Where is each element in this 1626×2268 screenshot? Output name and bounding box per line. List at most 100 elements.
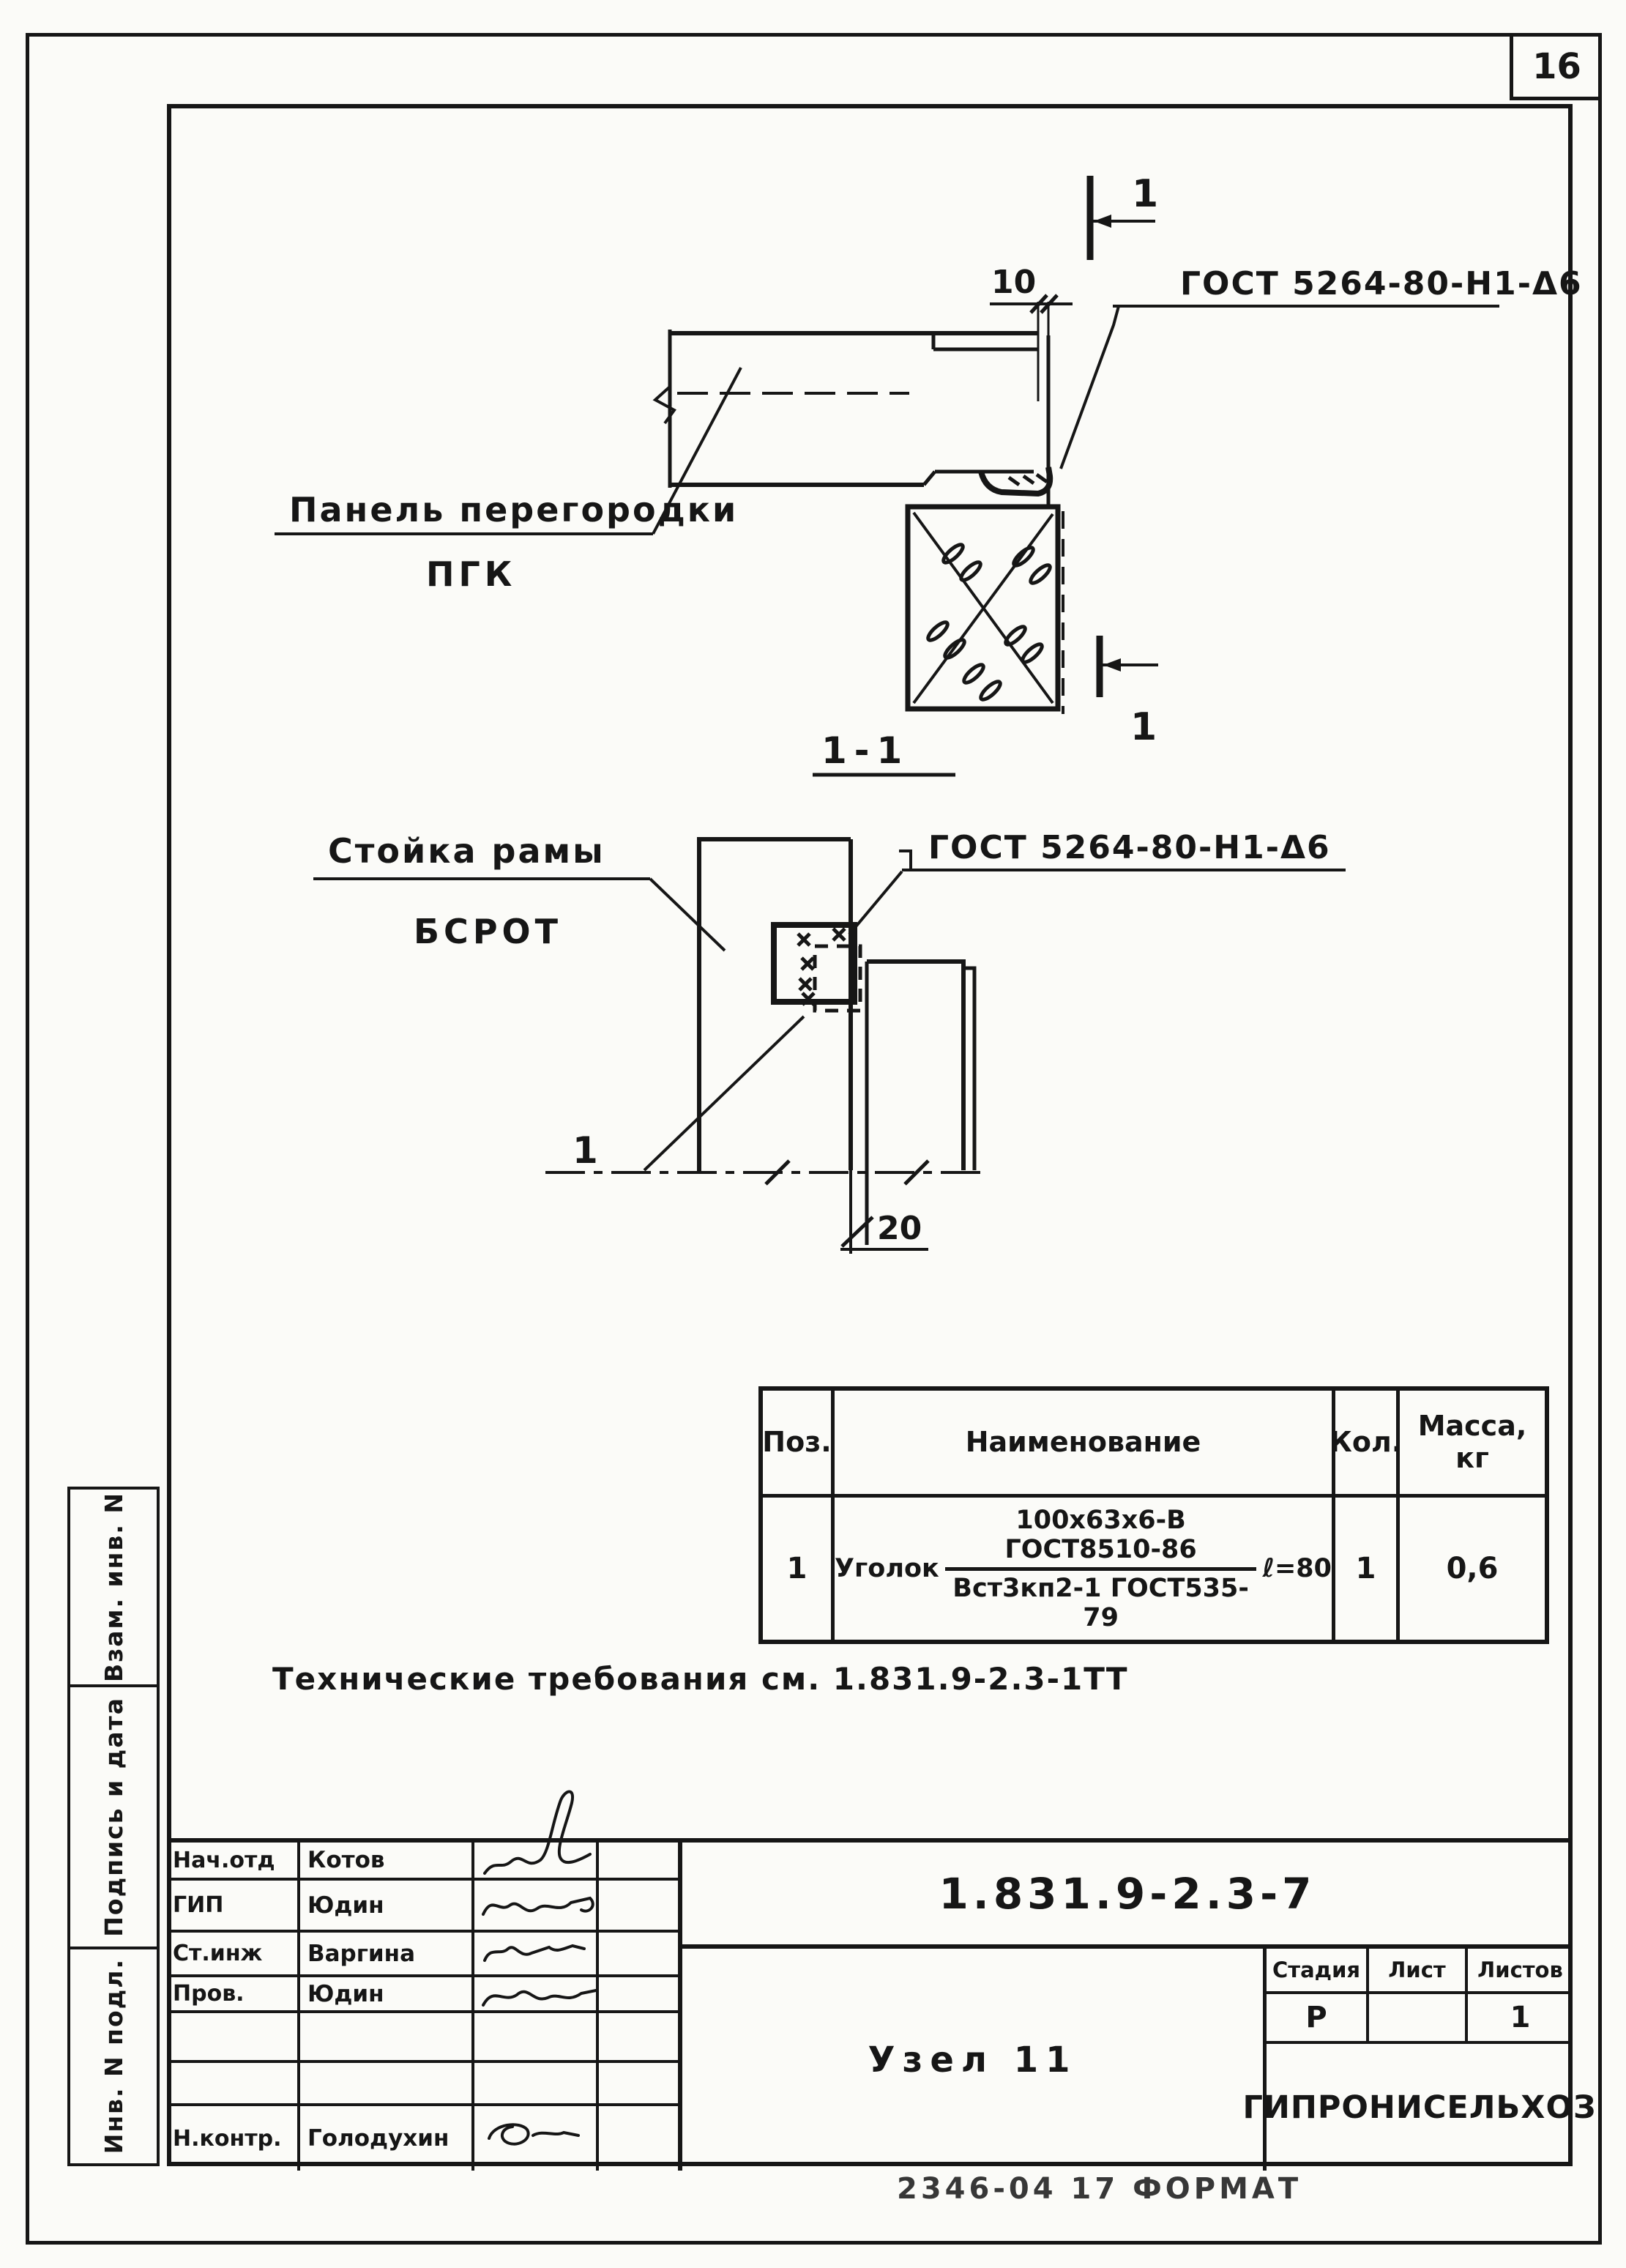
width-dim-label: 20 <box>877 1210 922 1247</box>
staff-date-cell <box>599 2013 678 2060</box>
signature <box>482 1989 597 2007</box>
weld-label-section-text: ГОСТ 5264-80-Н1-Δ6 <box>928 829 1331 866</box>
sheet-value <box>1369 1994 1468 2041</box>
break-mark <box>652 385 676 425</box>
staff-row: Пров. Юдин <box>167 1977 678 2013</box>
weld-label-top-text: ГОСТ 5264-80-Н1-Δ6 <box>1180 265 1583 302</box>
staff-name: Юдин <box>300 1977 474 2010</box>
title-block-staff: Нач.отд Котов ГИП Юдин <box>167 1790 678 2171</box>
detail-view: 1 1 <box>275 172 1583 749</box>
parts-table: Поз. Наименование Кол. Масса, кг 1 Уголо… <box>758 1386 1549 1644</box>
staff-role: Н.контр. <box>167 2106 300 2171</box>
parts-table-header: Поз. Наименование Кол. Масса, кг <box>762 1391 1545 1498</box>
page-number: 16 <box>1532 46 1581 87</box>
staff-date-cell <box>599 1843 678 1878</box>
item-mark-text: 1 <box>573 1129 598 1172</box>
axis-line <box>545 1159 985 1186</box>
section-view: 1-1 Стойка рамы БСРОТ ГОСТ 5264-80-Н1-Δ6 <box>313 729 1346 1254</box>
section-cut-mark-bottom: 1 <box>1096 636 1158 749</box>
tech-requirements-note: Технические требования см. 1.831.9-2.3-1… <box>272 1661 1129 1697</box>
stage-values-row: Р 1 <box>1267 1994 1573 2044</box>
frame-post-outline <box>697 837 853 1172</box>
staff-date-cell <box>599 1933 678 1974</box>
header-mass-line1: Масса, <box>1417 1409 1527 1442</box>
sheet-header: Лист <box>1369 1949 1468 1991</box>
footer-format-stamp: 2346-04 17 ФОРМАТ <box>897 2172 1302 2206</box>
staff-row: Н.контр. Голодухин <box>167 2106 678 2171</box>
staff-name: Голодухин <box>300 2106 474 2171</box>
staff-name: Котов <box>300 1843 474 1878</box>
staff-role: Ст.инж <box>167 1933 300 1974</box>
staff-row: Нач.отд Котов <box>167 1790 678 1881</box>
wood-grain-marks <box>926 543 1052 702</box>
signature <box>488 2123 580 2146</box>
stage-header-row: Стадия Лист Листов <box>1267 1949 1573 1994</box>
part-spec-top: 100х63х6-В ГОСТ8510-86 <box>944 1506 1257 1571</box>
title-block-stage-section: Стадия Лист Листов Р 1 ГИПРОНИСЕЛЬХОЗ <box>1242 1949 1597 2171</box>
part-spec-fraction: 100х63х6-В ГОСТ8510-86 Вст3кп2-1 ГОСТ535… <box>944 1506 1257 1632</box>
staff-signature-cell <box>474 2063 599 2103</box>
stage-header: Стадия <box>1267 1949 1369 1991</box>
side-attribute-strip: Взам. инв. N Подпись и дата Инв. N подл. <box>67 1487 160 2166</box>
staff-role: ГИП <box>167 1881 300 1930</box>
page-border <box>26 33 1602 2245</box>
width-dimension: 20 <box>840 1210 928 1251</box>
header-pos: Поз. <box>762 1391 835 1494</box>
panel-label: Панель перегородки ПГК <box>275 367 742 594</box>
organization-name: ГИПРОНИСЕЛЬХОЗ <box>1242 2089 1597 2126</box>
page-number-box: 16 <box>1510 37 1600 100</box>
drawing-frame <box>167 104 1573 2166</box>
staff-role: Пров. <box>167 1977 300 2010</box>
item-mark: 1 <box>573 1015 805 1172</box>
title-block: Нач.отд Котов ГИП Юдин <box>167 1790 1597 2171</box>
gap-dim-label: 10 <box>991 264 1036 301</box>
drawing-subject: Узел 11 <box>678 1949 1263 2171</box>
staff-signature-cell <box>474 2106 599 2171</box>
post-label: Стойка рамы БСРОТ <box>313 831 726 952</box>
section-mark-label-bottom: 1 <box>1130 705 1157 749</box>
staff-row-empty <box>167 2013 678 2063</box>
panel-code-text: ПГК <box>426 554 516 594</box>
staff-signature-cell <box>474 2013 599 2060</box>
gap-dimension: 10 <box>990 264 1073 505</box>
section-mark-label-top: 1 <box>1132 172 1158 216</box>
signature <box>483 1944 586 1962</box>
angle-detail <box>771 922 862 1013</box>
timber-post-section <box>905 504 1064 714</box>
partition-panel-outline <box>652 330 1038 488</box>
cell-mass: 0,6 <box>1446 1552 1499 1585</box>
staff-name <box>300 2063 474 2103</box>
angle-seat <box>978 466 1053 497</box>
part-spec-bottom: Вст3кп2-1 ГОСТ535-79 <box>952 1573 1249 1632</box>
strip-cell-vzam: Взам. инв. N <box>70 1490 157 1687</box>
staff-date-cell <box>599 1977 678 2010</box>
section-title: 1-1 <box>813 729 955 777</box>
staff-signature-cell <box>474 1977 599 2010</box>
part-prefix: Уголок <box>835 1554 939 1583</box>
staff-row: ГИП Юдин <box>167 1881 678 1933</box>
weld-cross-marks <box>797 927 846 1006</box>
weld-label-top: ГОСТ 5264-80-Н1-Δ6 <box>1059 265 1583 469</box>
staff-date-cell <box>599 2063 678 2103</box>
staff-signature-cell <box>474 1790 599 1878</box>
staff-signature-cell <box>474 1881 599 1930</box>
staff-name: Юдин <box>300 1881 474 1930</box>
header-mass: Масса, кг <box>1400 1391 1545 1494</box>
signature <box>482 1896 594 1916</box>
staff-name: Варгина <box>300 1933 474 1974</box>
parts-table-row: 1 Уголок 100х63х6-В ГОСТ8510-86 Вст3кп2-… <box>763 1498 1545 1640</box>
staff-role <box>167 2013 300 2060</box>
document-number: 1.831.9-2.3-7 <box>678 1843 1573 1949</box>
header-mass-line2: кг <box>1455 1441 1489 1474</box>
post-label-text: Стойка рамы <box>328 831 605 871</box>
staff-row: Ст.инж Варгина <box>167 1933 678 1977</box>
staff-name <box>300 2013 474 2060</box>
weld-label-section: ГОСТ 5264-80-Н1-Δ6 <box>848 829 1346 936</box>
header-name: Наименование <box>835 1391 1335 1494</box>
section-title-text: 1-1 <box>821 729 909 772</box>
staff-signature-cell <box>474 1933 599 1974</box>
signature <box>483 1790 592 1875</box>
sheets-header: Листов <box>1477 1957 1563 1982</box>
